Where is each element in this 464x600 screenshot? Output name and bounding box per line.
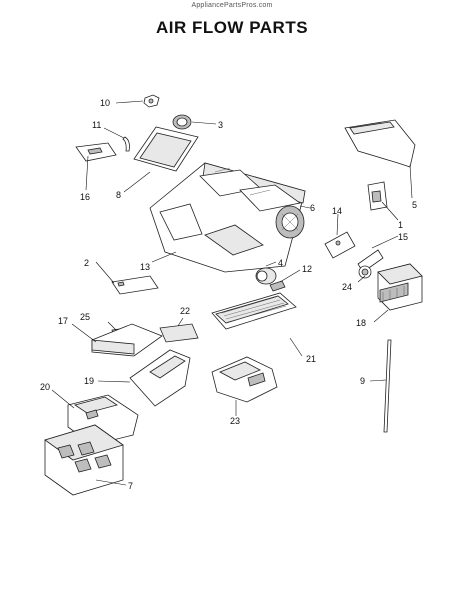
page-title: AIR FLOW PARTS (155, 18, 309, 37)
part-1-bracket[interactable] (367, 181, 388, 211)
callout-24: 24 (342, 282, 352, 292)
part-4-motor[interactable] (255, 267, 277, 285)
part-21-grille[interactable] (211, 292, 297, 330)
part-13-base-duct[interactable] (149, 162, 306, 273)
callout-3: 3 (218, 120, 223, 130)
callout-23: 23 (230, 416, 240, 426)
callout-25: 25 (80, 312, 90, 322)
part-3-damper[interactable] (172, 114, 192, 130)
part-12-connector[interactable] (269, 280, 286, 292)
callout-8: 8 (116, 190, 121, 200)
callout-20: 20 (40, 382, 50, 392)
callout-4: 4 (278, 258, 283, 268)
callout-5: 5 (412, 200, 417, 210)
part-11-tube[interactable] (122, 136, 130, 152)
callout-22: 22 (180, 306, 190, 316)
callout-14: 14 (332, 206, 342, 216)
callout-18: 18 (356, 318, 366, 328)
callout-10: 10 (100, 98, 110, 108)
callout-15: 15 (398, 232, 408, 242)
part-6-blower-wheel[interactable] (275, 205, 305, 239)
callout-6: 6 (310, 203, 315, 213)
callout-11: 11 (92, 120, 101, 130)
callout-2: 2 (84, 258, 89, 268)
part-9-rod[interactable] (383, 339, 392, 433)
callout-16: 16 (80, 192, 90, 202)
part-23-lower-duct[interactable] (211, 356, 278, 403)
part-22-pad[interactable] (159, 323, 199, 343)
callout-19: 19 (84, 376, 94, 386)
part-2-pad[interactable] (111, 275, 159, 295)
callout-17: 17 (58, 316, 68, 326)
part-14-mount-plate[interactable] (324, 231, 356, 259)
callout-12: 12 (302, 264, 312, 274)
part-10-clip[interactable] (143, 94, 160, 108)
callout-13: 13 (140, 262, 150, 272)
callout-21: 21 (306, 354, 316, 364)
part-5-vent-cover[interactable] (344, 119, 416, 168)
callout-1: 1 (398, 220, 403, 230)
part-19-duct[interactable] (129, 349, 191, 407)
leader-lines (51, 100, 413, 486)
part-7-louver[interactable] (44, 424, 124, 496)
callout-7: 7 (128, 481, 133, 491)
part-16-pad[interactable] (75, 142, 117, 162)
source-watermark: AppliancePartsPros.com (191, 2, 273, 9)
part-24-clip[interactable] (358, 265, 372, 279)
part-17-cover[interactable] (91, 323, 163, 357)
part-18-magnetron[interactable] (377, 263, 423, 311)
part-8-filter[interactable] (133, 126, 199, 172)
callout-9: 9 (360, 376, 365, 386)
